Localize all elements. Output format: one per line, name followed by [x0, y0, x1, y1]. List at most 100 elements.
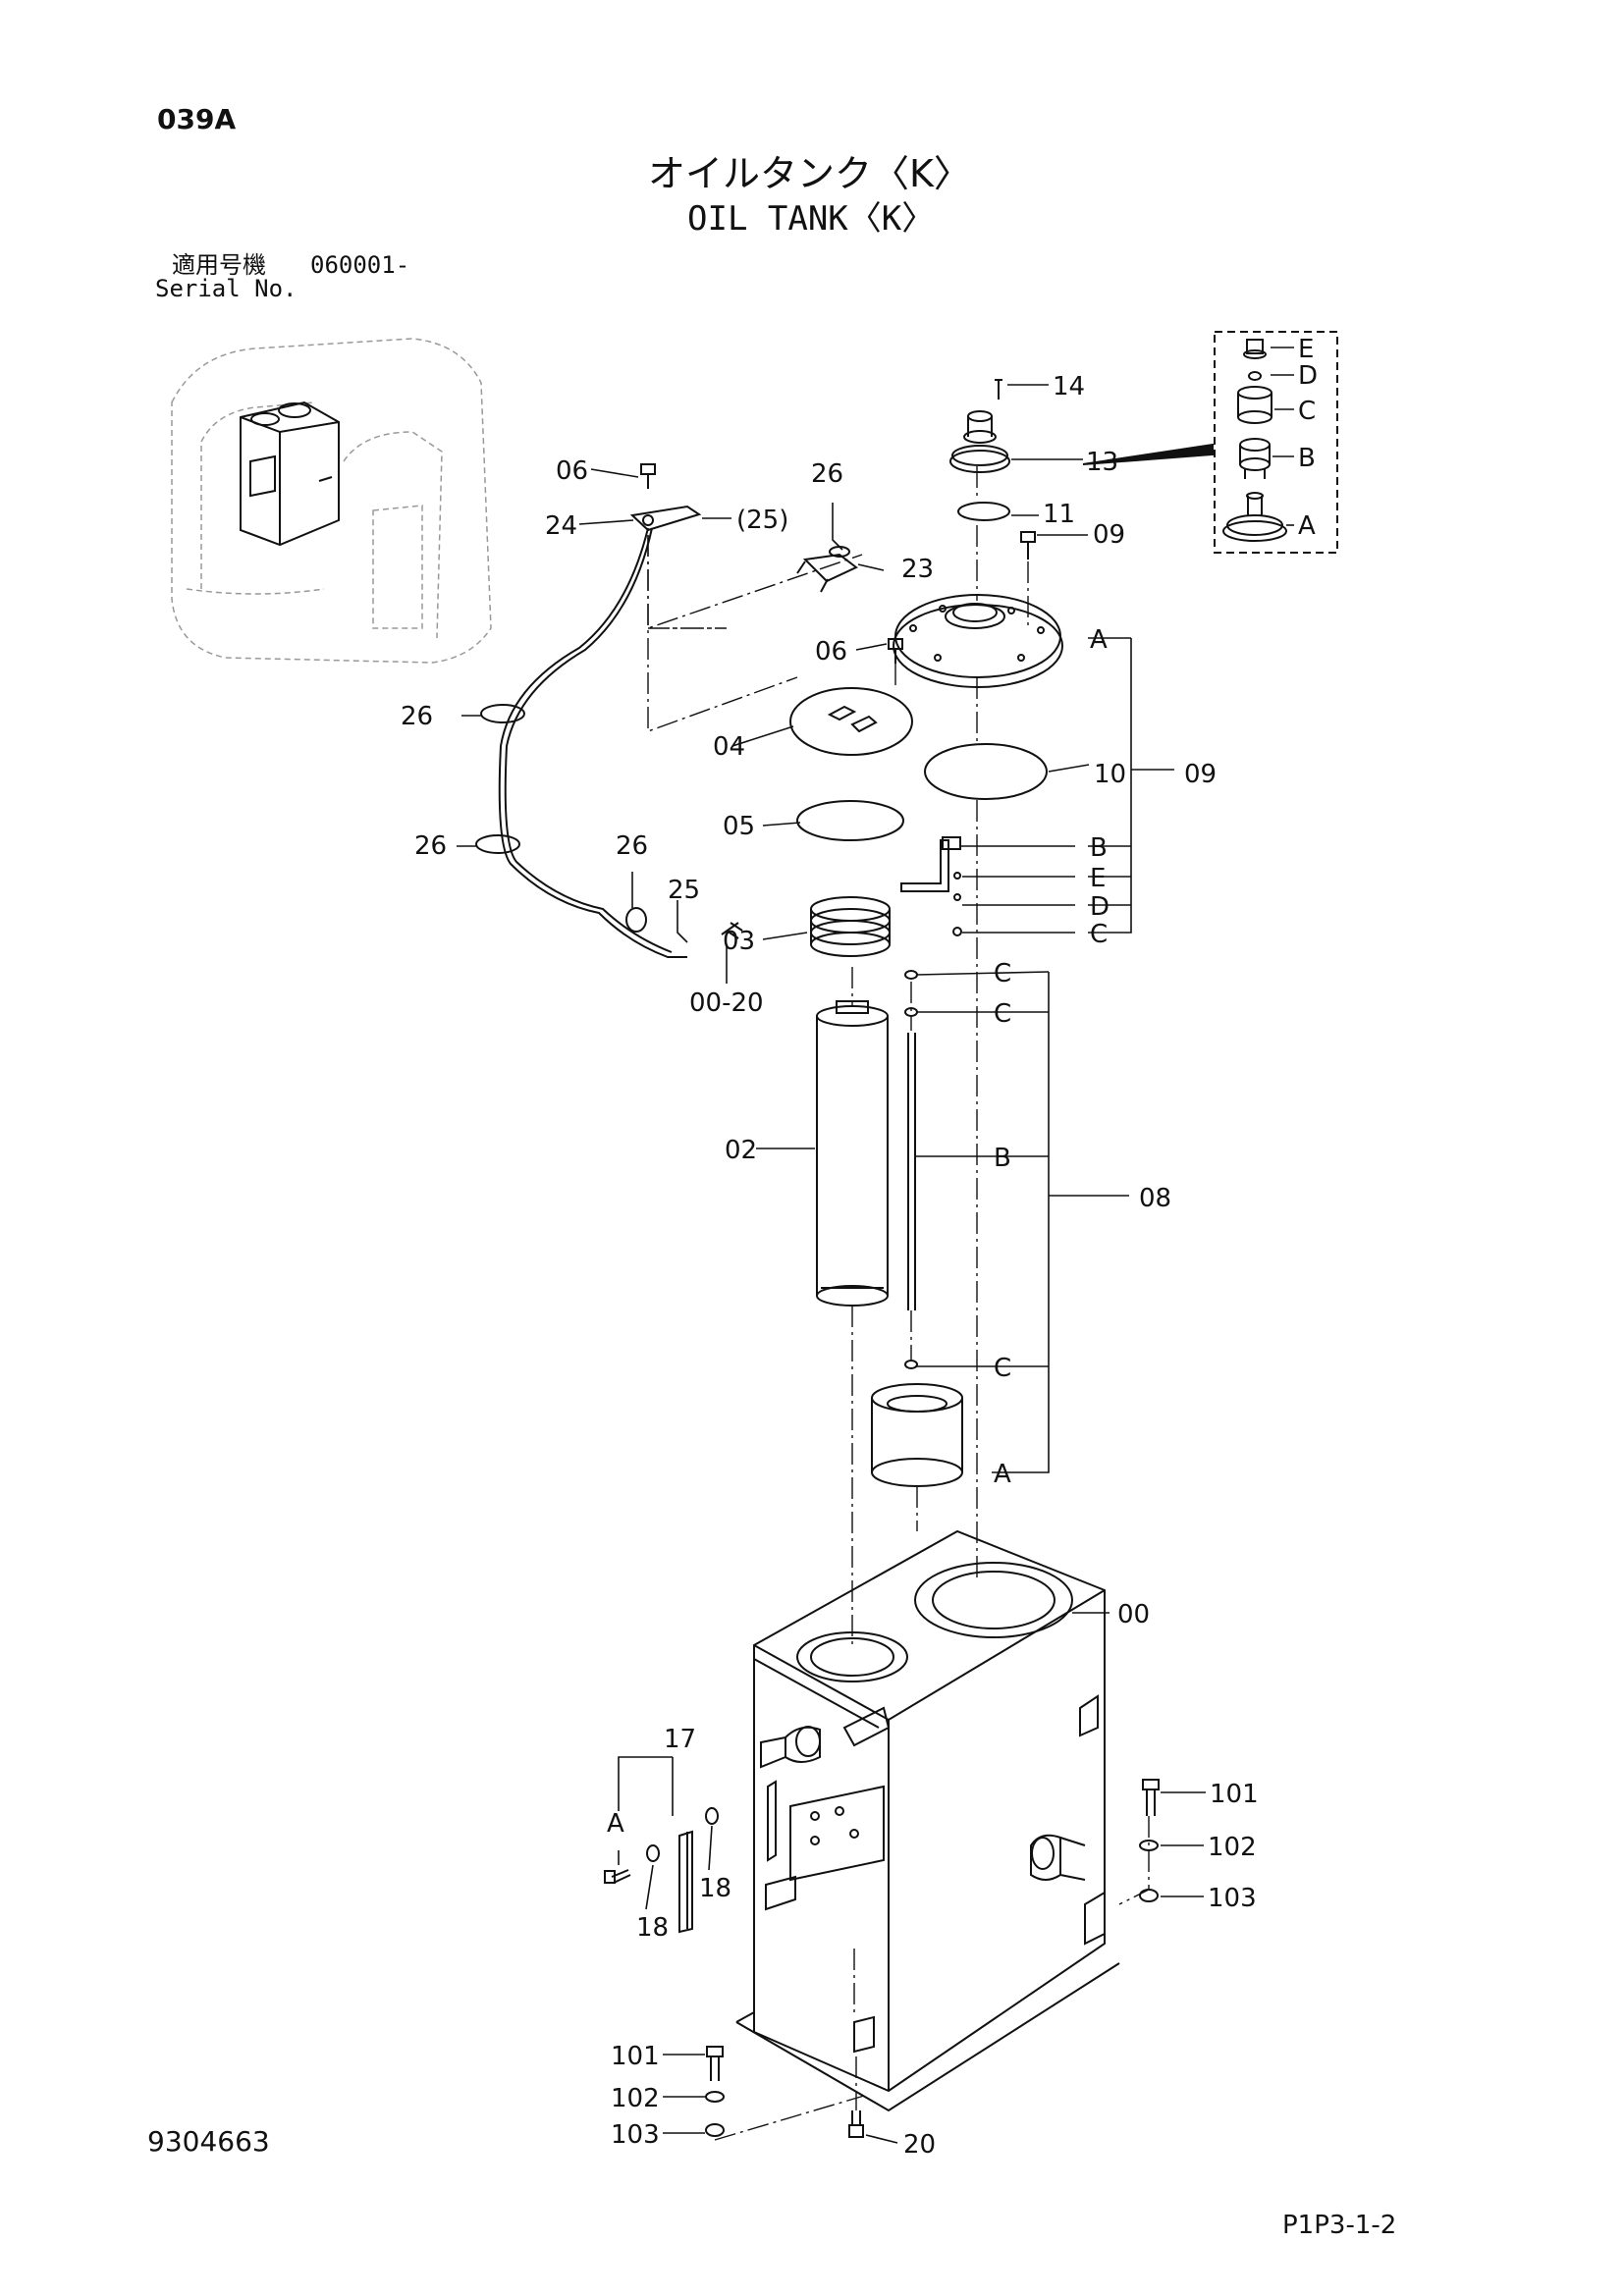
- part-04-cover: [789, 687, 913, 756]
- part-00-20-connector: [721, 922, 743, 939]
- part-11-bolt: [1020, 531, 1036, 560]
- page-code: 039A: [157, 103, 237, 135]
- callout-09: 09: [1184, 760, 1217, 789]
- callout-00-20: 00-20: [689, 988, 764, 1018]
- inset-letter-a: A: [1298, 511, 1316, 541]
- callout-24: 24: [545, 511, 577, 541]
- part-15-screw: [995, 379, 1002, 400]
- tank-highlight-thumbnail: [240, 400, 340, 547]
- part-08-strainer-can: [871, 1383, 963, 1487]
- item08-letter-b: B: [994, 1144, 1011, 1173]
- callout-10: 10: [1094, 760, 1126, 789]
- part-23-sensor: [796, 546, 858, 593]
- part-26-clamp-lower: [475, 834, 520, 854]
- part-24-bracket: [629, 505, 702, 532]
- detail-part-a: [1222, 492, 1287, 542]
- callout-02: 02: [725, 1136, 757, 1165]
- inset-letter-c: C: [1298, 397, 1316, 426]
- serial-value: 060001-: [310, 251, 410, 279]
- part-101-bolt-bottom: [706, 2046, 724, 2081]
- callout-03: 03: [723, 927, 755, 956]
- serial-label-japanese: 適用号機: [172, 251, 266, 279]
- item09-letter-c: C: [1090, 920, 1108, 949]
- callout-15: 14: [1053, 372, 1085, 401]
- part-18-seal-left: [646, 1844, 660, 1862]
- part-02-filter-element: [816, 1000, 889, 1307]
- callout-18-left: 18: [636, 1913, 669, 1943]
- part-08-bracket: [900, 836, 961, 892]
- callout-labels: 14 13 11 09 06 26 24 (25) 23 06 26 04 10…: [401, 372, 1259, 2160]
- machine-location-thumbnail: [171, 338, 492, 664]
- sheet-id: P1P3-1-2: [1282, 2211, 1397, 2240]
- drawing-number: 9304663: [147, 2125, 270, 2158]
- detail-inset-13: [1214, 331, 1338, 554]
- part-06-bolt-upper: [640, 463, 656, 489]
- item08-letter-c3: C: [994, 1354, 1011, 1383]
- callout-102-right: 102: [1208, 1833, 1257, 1862]
- part-25-harness: [498, 527, 687, 958]
- part-13-breather: [949, 410, 1010, 473]
- callout-11: 09: [1093, 520, 1125, 550]
- item09-letter-b: B: [1090, 833, 1108, 863]
- callout-14: 11: [1043, 500, 1075, 529]
- part-06-bolt-lower: [888, 638, 903, 664]
- part-05-o-ring: [796, 800, 904, 841]
- inset-letter-b: B: [1298, 444, 1316, 473]
- part-03-strainer: [810, 896, 891, 957]
- detail-part-b: [1239, 438, 1271, 479]
- item08-letter-c1: C: [994, 959, 1011, 988]
- item08-letter-c2: C: [994, 999, 1011, 1029]
- item09-letter-d: D: [1090, 892, 1110, 922]
- callout-20: 20: [903, 2130, 936, 2160]
- callout-26-upper-left: 26: [401, 702, 433, 731]
- part-102-washer-bottom: [705, 2091, 725, 2103]
- title-japanese: オイルタンク〈K〉: [648, 152, 971, 195]
- callout-00: 00: [1117, 1600, 1150, 1629]
- part-26-clamp-upper: [480, 704, 525, 723]
- title-english: OIL TANK〈K〉: [687, 199, 936, 239]
- detail-part-c: [1237, 386, 1272, 424]
- serial-label-english: Serial No.: [155, 275, 298, 302]
- assembly-letters: E D C B A A B E D C C C B C A A: [607, 335, 1318, 1839]
- callout-17: 17: [664, 1725, 696, 1754]
- callout-06-lower: 06: [815, 637, 847, 667]
- part-00-tank-body: [735, 1529, 1120, 2112]
- callout-05: 05: [723, 812, 755, 841]
- item09-letter-a: A: [1090, 625, 1108, 655]
- detail-part-e: [1243, 339, 1267, 359]
- part-101-bolt-right: [1142, 1779, 1160, 1816]
- part-103-washer-bottom: [705, 2123, 725, 2137]
- part-09-cover: [893, 594, 1063, 688]
- part-10-o-ring: [924, 743, 1048, 800]
- callout-23: 23: [901, 555, 934, 584]
- part-20-drain-plug: [848, 2110, 864, 2138]
- callout-26-top: 26: [811, 459, 843, 489]
- inset-letter-e: E: [1298, 335, 1314, 364]
- item09-letter-e: E: [1090, 864, 1106, 893]
- detail-part-d: [1248, 371, 1262, 381]
- part-08-rod-and-nuts: [904, 872, 962, 1369]
- callout-26-right: 26: [616, 831, 648, 861]
- part-18-seal-right: [705, 1807, 719, 1825]
- callout-25: 25: [668, 876, 700, 905]
- callout-25-ref: (25): [736, 506, 788, 535]
- item08-letter-a: A: [994, 1460, 1011, 1489]
- part-17-bolt: [604, 1869, 631, 1884]
- callout-13: 13: [1086, 448, 1118, 477]
- item17-letter-a: A: [607, 1809, 624, 1839]
- callout-26-lower-left: 26: [414, 831, 447, 861]
- callout-06-upper: 06: [556, 456, 588, 486]
- callout-18-right: 18: [699, 1874, 731, 1903]
- callout-103-bottom: 103: [611, 2120, 660, 2150]
- callout-101-right: 101: [1210, 1780, 1259, 1809]
- callout-102-bottom: 102: [611, 2084, 660, 2113]
- part-103-washer-right: [1139, 1889, 1159, 1902]
- callout-103-right: 103: [1208, 1884, 1257, 1913]
- callout-101-bottom: 101: [611, 2042, 660, 2071]
- inset-letter-d: D: [1298, 361, 1318, 391]
- part-14-o-ring: [957, 502, 1010, 521]
- callout-08: 08: [1139, 1184, 1171, 1213]
- part-26-clamp-right: [625, 907, 647, 933]
- callout-04: 04: [713, 732, 745, 762]
